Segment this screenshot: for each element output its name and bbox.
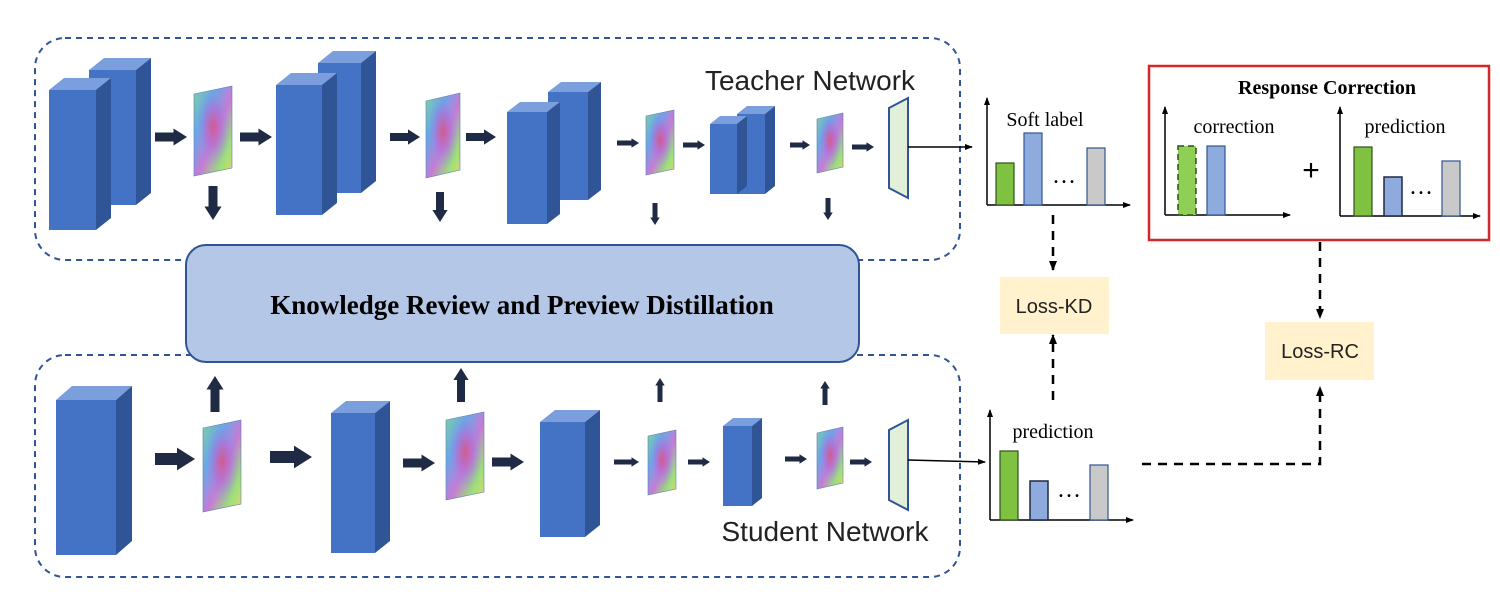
correction-bar-dashed (1177, 145, 1197, 216)
soft-label-bar-2 (1023, 132, 1043, 206)
loss-kd-box (1000, 277, 1109, 334)
student-up-arrow-3 (655, 378, 665, 402)
student-prediction-ellipsis: … (1057, 477, 1081, 503)
student-prediction-bar-n (1089, 464, 1109, 521)
student-up-arrow-4 (820, 381, 830, 405)
soft-label-ellipsis: … (1052, 163, 1076, 189)
knowledge-review-preview-label: Knowledge Review and Preview Distillatio… (270, 290, 773, 320)
student-conv-block-1 (56, 386, 132, 555)
student-output-arrow (907, 458, 986, 465)
teacher-down-arrow-2 (432, 192, 448, 222)
rc-prediction-label: prediction (1364, 116, 1445, 138)
rc-prediction-ellipsis: … (1409, 174, 1433, 200)
teacher-down-arrow-4 (823, 198, 833, 220)
rc-prediction-chart: … prediction (1337, 106, 1481, 219)
teacher-conv-block-2a (276, 73, 337, 215)
student-classifier (888, 418, 909, 512)
teacher-down-arrow-1 (204, 186, 222, 220)
student-feature-map-3 (647, 429, 677, 496)
correction-chart: correction (1162, 106, 1291, 218)
teacher-feature-map-2 (425, 92, 461, 179)
student-conv-block-3 (540, 410, 600, 537)
loss-kd-label: Loss-KD (1016, 296, 1093, 318)
student-feature-map-2 (445, 411, 485, 501)
teacher-feature-map-1 (193, 85, 233, 177)
student-prediction-title: prediction (1012, 421, 1093, 443)
student-up-arrow-2 (453, 368, 469, 402)
loss-rc-label: Loss-RC (1281, 341, 1359, 363)
teacher-arrow-1 (155, 128, 187, 146)
teacher-layer-stack (49, 51, 775, 230)
arrow-group (155, 128, 874, 472)
teacher-network-label: Teacher Network (705, 65, 916, 96)
correction-bar-blue (1206, 145, 1226, 216)
student-arrow-1 (155, 447, 195, 471)
student-arrow-7 (785, 454, 807, 464)
student-prediction-bar-1 (999, 450, 1019, 521)
teacher-arrow-3 (390, 129, 420, 145)
soft-label-bar-n (1086, 147, 1106, 206)
response-correction-frame (1147, 64, 1491, 242)
student-conv-block-2 (331, 401, 390, 553)
student-feature-map-1 (202, 419, 242, 513)
rc-prediction-bar-n (1441, 160, 1461, 217)
soft-label-chart: … Soft label (984, 97, 1131, 208)
soft-label-bar-1 (995, 162, 1015, 206)
student-feature-map-4 (816, 426, 844, 490)
teacher-arrow-4 (466, 129, 496, 145)
teacher-conv-block-3a (507, 102, 560, 224)
student-arrow-3 (403, 454, 435, 472)
student-prediction-chart: … prediction (987, 409, 1134, 523)
student-conv-block-4 (723, 418, 762, 506)
teacher-arrow-7 (790, 140, 810, 150)
student-arrow-2 (270, 445, 312, 469)
teacher-feature-map-4 (816, 112, 844, 174)
teacher-classifier (888, 96, 909, 200)
soft-label-title: Soft label (1006, 109, 1084, 131)
teacher-feature-map-3 (645, 109, 675, 176)
knowledge-review-preview-block (185, 244, 860, 363)
teacher-conv-block-1a (49, 78, 111, 230)
plus-sign: + (1302, 154, 1320, 187)
teacher-arrow-6 (683, 140, 705, 150)
correction-label: correction (1193, 116, 1274, 138)
student-arrow-5 (614, 457, 639, 467)
teacher-conv-block-4a (710, 116, 747, 194)
student-network-label: Student Network (722, 516, 930, 547)
student-layer-stack (56, 386, 762, 555)
teacher-arrow-8 (852, 142, 874, 152)
teacher-arrow-2 (240, 128, 272, 146)
student-up-arrow-1 (206, 376, 224, 412)
student-arrow-8 (850, 457, 872, 467)
loss-rc-box (1265, 322, 1374, 380)
student-arrow-4 (492, 453, 524, 471)
rc-dashed-up-path (1142, 386, 1324, 466)
student-prediction-bar-2 (1029, 480, 1049, 521)
rc-prediction-bar-1 (1353, 146, 1373, 217)
teacher-down-arrow-3 (650, 203, 660, 225)
student-arrow-6 (688, 457, 710, 467)
teacher-arrow-5 (617, 138, 639, 148)
response-correction-title: Response Correction (1238, 77, 1416, 99)
feature-map-group (193, 85, 844, 513)
rc-prediction-bar-2 (1383, 176, 1403, 217)
